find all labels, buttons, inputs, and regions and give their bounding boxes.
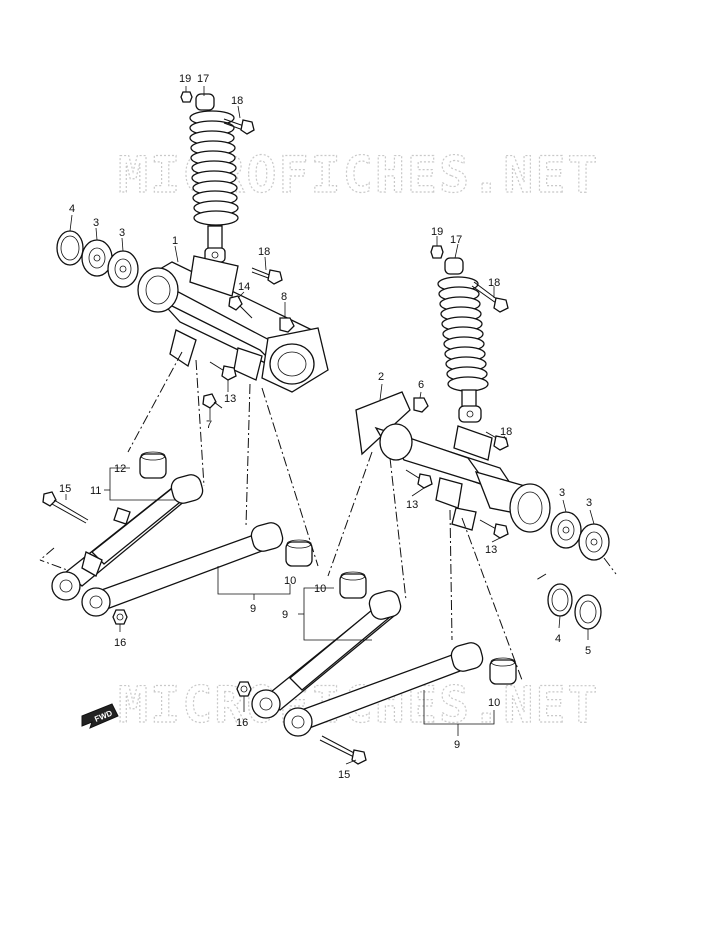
- right-snap-ring-4: [547, 583, 573, 617]
- left-bearing-3b: [107, 250, 139, 288]
- callout-10: 10: [284, 575, 296, 587]
- callout-19: 19: [179, 73, 191, 85]
- left-bolt-15: [42, 491, 89, 524]
- right-lower-link-9: [283, 642, 484, 737]
- callout-8: 8: [281, 291, 287, 303]
- left-bolt-8: [279, 317, 295, 333]
- callout-4: 4: [69, 203, 75, 215]
- right-bolt-13-a: [405, 469, 433, 489]
- right-bushing-10-b: [489, 657, 517, 685]
- callout-13: 13: [406, 499, 418, 511]
- left-shock-absorber: [189, 93, 239, 263]
- left-guide-lines: [39, 351, 319, 575]
- right-bolt-13-b: [479, 519, 509, 539]
- callout-18: 18: [500, 426, 512, 438]
- callout-5: 5: [585, 645, 591, 657]
- left-bolt-14: [228, 295, 253, 319]
- right-bolt-15: [319, 735, 367, 765]
- left-upper-link-9: [81, 522, 284, 617]
- right-bearing-3d: [578, 523, 610, 561]
- callout-2: 2: [378, 371, 384, 383]
- right-bolt-18-mid: [485, 431, 509, 451]
- left-lower-link-11: [51, 474, 204, 601]
- callout-10: 10: [488, 697, 500, 709]
- callout-labels: 19 17 18 4 3 3 1 18 14 8 13 7 12 11 15 1…: [59, 73, 592, 781]
- callout-16: 16: [114, 637, 126, 649]
- right-guide-lines: [327, 451, 617, 681]
- right-shock-nut-19: [430, 245, 444, 259]
- right-shock-bolt-18-top: [471, 281, 509, 313]
- right-bushing-10-a: [339, 571, 367, 599]
- callout-19: 19: [431, 226, 443, 238]
- callout-17: 17: [197, 73, 209, 85]
- callout-7: 7: [206, 419, 212, 431]
- left-shock-bolt-18-top: [223, 118, 255, 135]
- callout-3: 3: [586, 497, 592, 509]
- callout-14: 14: [238, 281, 250, 293]
- callout-15: 15: [59, 483, 71, 495]
- callout-15: 15: [338, 769, 350, 781]
- callout-11: 11: [90, 485, 101, 497]
- callout-1: 1: [172, 235, 178, 247]
- left-bushing-12: [139, 451, 167, 479]
- left-nut-16: [112, 609, 128, 625]
- left-bolt-18-mid: [251, 267, 283, 285]
- callout-18: 18: [258, 246, 270, 258]
- left-shock-nut-19: [180, 91, 193, 103]
- callout-17: 17: [450, 234, 462, 246]
- callout-16: 16: [236, 717, 248, 729]
- right-shock-absorber: [437, 257, 489, 423]
- right-nut-16: [236, 681, 252, 697]
- callout-4: 4: [555, 633, 561, 645]
- callout-10: 10: [314, 583, 326, 595]
- left-bearing-ring-4: [56, 230, 84, 266]
- callout-13: 13: [485, 544, 497, 556]
- right-axle-housing: [355, 391, 551, 533]
- right-nut-6: [413, 397, 429, 413]
- leader-lines: [65, 86, 595, 765]
- right-bearing-3c: [550, 511, 582, 549]
- right-seal-5: [574, 594, 602, 630]
- callout-9: 9: [250, 603, 256, 615]
- left-bolt-7: [202, 393, 223, 409]
- right-upper-link-9: [251, 590, 402, 719]
- left-bushing-10: [285, 539, 313, 567]
- callout-18: 18: [231, 95, 243, 107]
- callout-6: 6: [418, 379, 424, 391]
- callout-3: 3: [119, 227, 125, 239]
- watermark-top: MICROFICHES.NET: [118, 146, 600, 204]
- left-bolt-13: [209, 361, 237, 381]
- callout-9: 9: [454, 739, 460, 751]
- callout-3: 3: [93, 217, 99, 229]
- callout-18: 18: [488, 277, 500, 289]
- callout-3: 3: [559, 487, 565, 499]
- callout-13: 13: [224, 393, 236, 405]
- forward-direction-arrow: FWD: [81, 703, 119, 729]
- callout-9: 9: [282, 609, 288, 621]
- callout-12: 12: [114, 463, 126, 475]
